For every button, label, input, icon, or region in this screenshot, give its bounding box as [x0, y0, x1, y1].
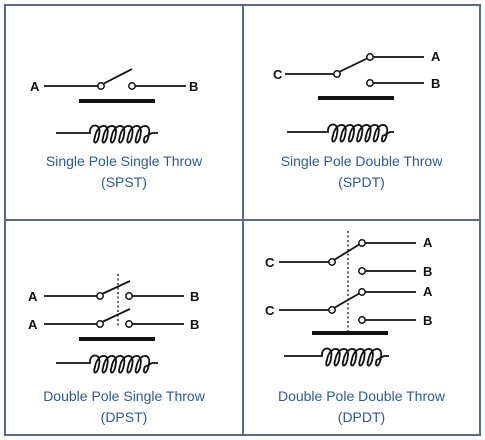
- dpst-label-b1: B: [190, 289, 199, 304]
- dpdt-label-b1: B: [423, 264, 432, 279]
- dpdt-armature-bar: [312, 331, 388, 335]
- cell-dpdt: C A B C A B Double Pole Double Throw (DP…: [244, 221, 479, 434]
- dpst-terminal-common-2: [96, 320, 104, 328]
- cell-spdt: C A B Single Pole Double Throw (SPDT): [244, 6, 479, 219]
- spst-switch-arm: [102, 68, 133, 85]
- dpst-label-a1: A: [28, 289, 38, 304]
- dpdt-switch-arm-1: [333, 243, 361, 261]
- dpst-abbr: (DPST): [100, 409, 148, 425]
- dpdt-terminal-common-2: [328, 306, 336, 314]
- dpdt-terminal-b2: [358, 316, 366, 324]
- spdt-terminal-common: [333, 70, 341, 78]
- dpdt-abbr: (DPDT): [337, 409, 386, 425]
- dpdt-relay-diagram: C A B C A B: [265, 231, 433, 367]
- cell-spst: A B Single Pole Single Throw (SPST): [6, 6, 242, 219]
- dpdt-label-a1: A: [423, 235, 433, 250]
- spdt-label-c: C: [273, 67, 283, 82]
- spdt-title: Single Pole Double Throw: [280, 153, 443, 169]
- dpst-relay-diagram: A B A B: [28, 274, 199, 374]
- spdt-label-a: A: [431, 49, 441, 64]
- spst-relay-diagram: A B: [30, 68, 198, 144]
- dpdt-terminal-common-1: [328, 258, 336, 266]
- dpst-switch-arm-1: [101, 280, 131, 295]
- dpdt-label-b2: B: [423, 313, 432, 328]
- spdt-relay-coil: [287, 123, 394, 143]
- spst-terminal-b: [128, 82, 136, 90]
- spdt-armature-bar: [318, 96, 394, 100]
- spst-label-b: B: [189, 79, 198, 94]
- spdt-switch-arm: [338, 57, 369, 73]
- dpdt-relay-coil: [284, 347, 389, 367]
- dpdt-label-c2: C: [265, 303, 275, 318]
- dpdt-label-a2: A: [423, 284, 433, 299]
- spdt-terminal-b: [366, 79, 374, 87]
- dpst-label-b2: B: [190, 317, 199, 332]
- dpdt-terminal-a1: [358, 239, 366, 247]
- dpst-armature-bar: [79, 337, 155, 341]
- dpdt-switch-arm-2: [333, 292, 361, 309]
- dpdt-terminal-b1: [358, 267, 366, 275]
- dpdt-title: Double Pole Double Throw: [277, 388, 446, 404]
- dpst-terminal-b2: [125, 320, 133, 328]
- spst-terminal-common: [97, 82, 105, 90]
- spdt-terminal-a: [366, 53, 374, 61]
- dpdt-label-c1: C: [265, 255, 275, 270]
- spst-armature-bar: [79, 99, 155, 103]
- dpst-terminal-b1: [125, 292, 133, 300]
- dpst-title: Double Pole Single Throw: [43, 388, 205, 404]
- dpdt-terminal-a2: [358, 288, 366, 296]
- spdt-label-b: B: [431, 76, 440, 91]
- spst-relay-coil: [56, 124, 158, 144]
- dpst-label-a2: A: [28, 317, 38, 332]
- spdt-relay-diagram: C A B: [273, 49, 441, 143]
- dpst-terminal-common-1: [96, 292, 104, 300]
- spdt-abbr: (SPDT): [338, 174, 385, 190]
- dpst-switch-arm-2: [101, 308, 131, 323]
- grid-divider-horizontal: [4, 219, 481, 221]
- spst-label-a: A: [30, 79, 40, 94]
- spst-abbr: (SPST): [101, 174, 147, 190]
- cell-dpst: A B A B Double Pole Single Throw (DPST): [6, 221, 242, 434]
- spst-title: Single Pole Single Throw: [45, 153, 203, 169]
- dpst-relay-coil: [56, 354, 158, 374]
